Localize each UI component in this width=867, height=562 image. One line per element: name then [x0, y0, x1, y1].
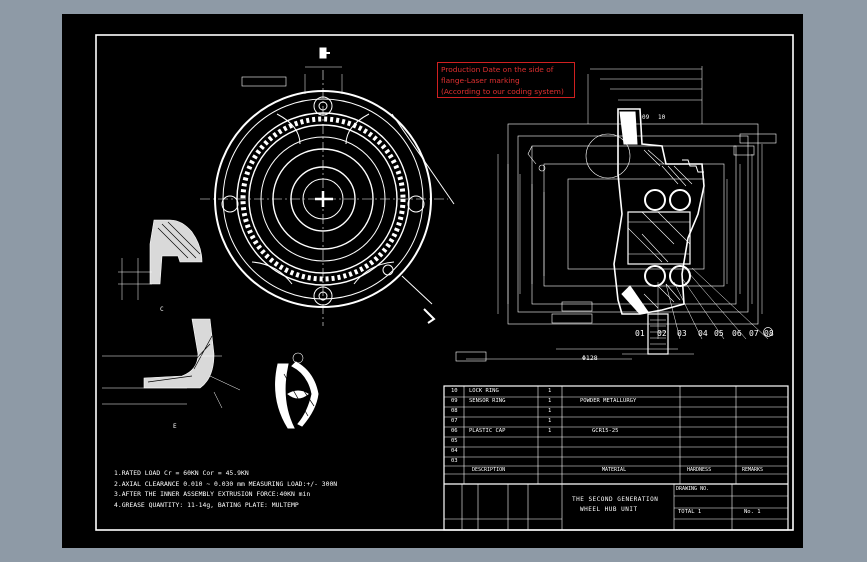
note-1: 1.RATED LOAD Cr = 60KN Cor = 45.9KN	[114, 469, 249, 477]
bom-material: POWDER METALLURGY	[580, 398, 637, 404]
callout-line-1: Production Date on the side of	[441, 65, 554, 74]
bom-header-remarks: REMARKS	[742, 467, 764, 473]
bom-qty: 1	[548, 418, 552, 424]
flange-front-view	[200, 47, 455, 326]
balloon-group	[763, 327, 773, 337]
drawing-number-label: DRAWING NO.	[676, 486, 710, 492]
balloon-06: 06	[732, 329, 742, 338]
note-2: 2.AXIAL CLEARANCE 0.010 ~ 0.030 mm MEASU…	[114, 479, 338, 488]
balloon-07: 07	[749, 329, 759, 338]
bom-header-desc: DESCRIPTION	[472, 467, 506, 473]
detail-section-c	[118, 219, 203, 300]
callout-line-2: flange-Laser marking	[441, 76, 520, 85]
detail-section-e	[102, 318, 241, 409]
diameter-label: Φ128	[582, 354, 598, 362]
product-title-line-2: WHEEL HUB UNIT	[580, 506, 638, 513]
note-4: 4.GREASE QUANTITY: 11-14g, BATING PLATE:…	[114, 500, 299, 509]
balloon-02: 02	[657, 329, 667, 338]
bom-no: 05	[451, 438, 458, 444]
bom-no: 03	[451, 458, 458, 464]
seal-section	[275, 352, 319, 429]
total-sheets-label: TOTAL 1	[678, 509, 702, 515]
bom-qty: 1	[548, 398, 552, 404]
note-3: 3.AFTER THE INNER ASSEMBLY EXTRUSION FOR…	[114, 490, 311, 498]
title-block	[443, 385, 789, 531]
technical-drawing	[95, 34, 794, 531]
bom-no: 06	[451, 428, 458, 434]
balloon-01: 01	[635, 329, 645, 338]
balloon-04: 04	[698, 329, 708, 338]
bom-no: 04	[451, 448, 458, 454]
bom-qty: 1	[548, 388, 552, 394]
bom-desc: SENSOR RING	[469, 398, 506, 404]
bom-header-hardness: HARDNESS	[687, 467, 712, 473]
balloon-10: 10	[658, 114, 666, 121]
drawing-sheet: Production Date on the side of flange-La…	[62, 14, 803, 548]
production-date-callout: Production Date on the side of flange-La…	[437, 62, 575, 98]
view-label-e: E	[173, 423, 177, 430]
product-title-line-1: THE SECOND GENERATION	[572, 496, 659, 503]
bom-header-material: MATERIAL	[602, 467, 627, 473]
balloon-03: 03	[677, 329, 687, 338]
callout-line-3: (According to our coding system)	[441, 87, 564, 96]
bom-qty: 1	[548, 408, 552, 414]
balloon-05: 05	[714, 329, 724, 338]
bom-qty: 1	[548, 428, 552, 434]
bom-no: 07	[451, 418, 458, 424]
bom-desc: PLASTIC CAP	[469, 428, 506, 434]
bom-material: GCR15-25	[592, 428, 619, 434]
bom-no: 09	[451, 398, 458, 404]
view-label-c: C	[160, 306, 164, 313]
technical-notes: 1.RATED LOAD Cr = 60KN Cor = 45.9KN 2.AX…	[114, 468, 414, 510]
sheet-number-label: No. 1	[744, 509, 761, 515]
balloon-09: 09	[642, 114, 650, 121]
side-section-view	[455, 66, 777, 362]
bom-desc: LOCK RING	[469, 388, 499, 394]
bom-no: 08	[451, 408, 458, 414]
balloon-08: 08	[764, 329, 774, 338]
bom-no: 10	[451, 388, 458, 394]
